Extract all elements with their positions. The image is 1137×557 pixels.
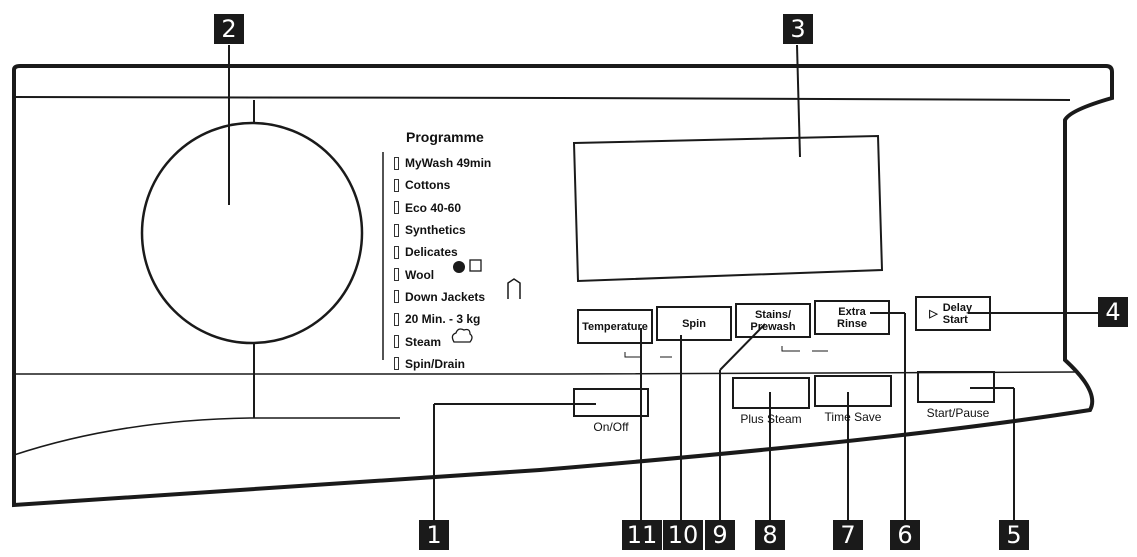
start-pause-label: Start/Pause [926,406,990,420]
extra-rinse-button[interactable]: Extra Rinse [837,305,867,330]
callout-8: 8 [755,520,785,550]
programme-led [394,268,399,282]
delay-start-button[interactable]: ▷ Delay Start [916,297,990,330]
programme-item[interactable]: Synthetics [394,219,491,241]
programme-led [394,201,399,215]
programme-item[interactable]: Spin/Drain [394,353,491,375]
programme-led [394,223,399,237]
programme-item[interactable]: Cottons [394,174,491,196]
programme-list: MyWash 49min Cottons Eco 40-60 Synthetic… [394,152,491,375]
wifi-indicator-bracket [624,352,672,358]
stains-button-frame [735,303,811,338]
callout-5: 5 [999,520,1029,550]
plus-steam-label: Plus Steam [740,412,802,426]
programme-led [394,312,399,326]
programme-led [394,290,399,304]
stains-prewash-button[interactable]: Stains/ Prewash [750,308,796,333]
extra-rinse-button-frame [814,300,890,335]
callout-2: 2 [214,14,244,44]
programme-item[interactable]: MyWash 49min [394,152,491,174]
programme-item[interactable]: Delicates [394,241,491,263]
delay-start-icon: ▷ [929,307,938,320]
programme-item[interactable]: 20 Min. - 3 kg [394,308,491,330]
wool-handwash-icon [469,259,482,272]
time-save-button-frame [814,375,892,407]
programme-led [394,178,399,192]
programme-led [394,245,399,259]
callout-1: 1 [419,520,449,550]
programme-item[interactable]: Steam [394,330,491,352]
programme-led [394,335,399,349]
delay-start-label: Delay Start [942,301,973,326]
programme-item[interactable]: Wool [394,263,491,285]
lock-indicator-bracket [781,346,828,352]
callout-7: 7 [833,520,863,550]
callout-4: 4 [1098,297,1128,327]
time-save-label: Time Save [824,410,882,424]
callout-11: 11 [622,520,662,550]
spin-button-frame [656,306,732,341]
programme-item[interactable]: Down Jackets [394,286,491,308]
spin-button[interactable]: Spin [682,317,706,330]
on-off-label: On/Off [593,420,629,434]
temperature-button-frame [577,309,653,344]
wool-detergent-icon [453,261,465,273]
jacket-icon [507,278,521,299]
programme-dial [140,121,364,345]
callout-9: 9 [705,520,735,550]
panel-bottom-curve [13,417,400,456]
on-off-button-frame [573,388,649,417]
programme-led [394,357,399,371]
leader-3 [796,44,801,158]
callout-3: 3 [783,14,813,44]
programme-item[interactable]: Eco 40-60 [394,197,491,219]
steam-cloud-icon [451,328,473,343]
display-window [572,134,884,283]
programme-title: Programme [406,129,484,145]
temperature-button[interactable]: Temperature [582,320,648,333]
programme-led [394,156,399,170]
panel-outline [12,64,1114,508]
panel-lower-ledge [14,371,1076,375]
panel-top-ledge [13,96,1071,101]
callout-10: 10 [663,520,703,550]
callout-6: 6 [890,520,920,550]
